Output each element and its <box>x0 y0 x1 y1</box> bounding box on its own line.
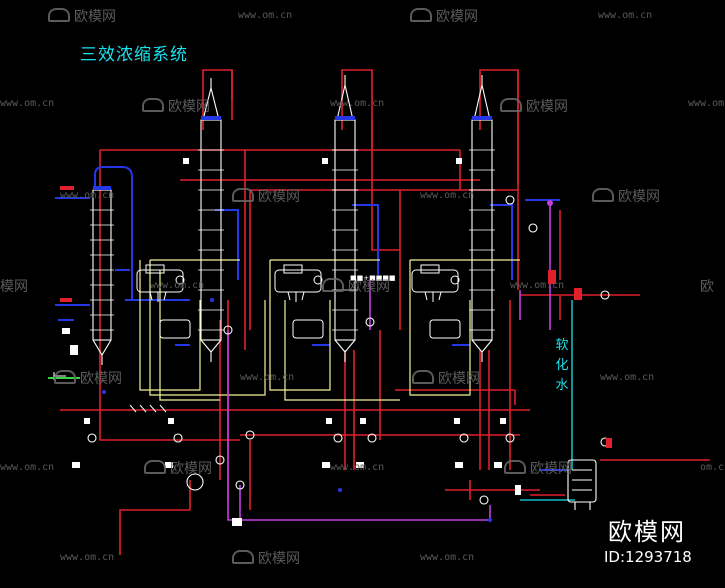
watermark-sofa-icon <box>142 98 164 112</box>
watermark-url-16: om.cn <box>700 462 725 473</box>
watermark-logo-10: 欧模网 <box>54 368 122 388</box>
watermark-sofa-icon <box>412 370 434 384</box>
separator-unit-2 <box>274 264 324 339</box>
watermark-text: 欧模网 <box>438 371 480 387</box>
separator-unit-1 <box>136 264 191 339</box>
watermark-logo-8: 欧模网 <box>322 276 390 296</box>
watermark-sofa-icon <box>500 98 522 112</box>
watermark-logo-6: 欧模网 <box>592 186 660 206</box>
evaporator-column-1 <box>198 78 224 362</box>
watermark-logo-12: 欧模网 <box>144 458 212 478</box>
condensate-tank <box>567 459 597 510</box>
watermark-logo-13: 欧模网 <box>504 458 572 478</box>
watermark-sofa-icon <box>54 370 76 384</box>
column-flange-bands <box>93 116 492 190</box>
diagram-title: 三效浓缩系统 <box>80 45 188 65</box>
watermark-url-6: www.om.cn <box>60 190 115 201</box>
inline-label: ■■+■■■■ <box>350 274 396 282</box>
brand-logo-text: 欧模网 <box>608 518 686 546</box>
separator-unit-3 <box>411 264 461 339</box>
watermark-sofa-icon <box>232 188 254 202</box>
watermark-logo-3: 欧模网 <box>142 96 210 116</box>
watermark-logo-5: 欧模网 <box>232 186 300 206</box>
watermark-text: 模网 <box>0 279 28 295</box>
watermark-sofa-icon <box>232 550 254 564</box>
watermark-text: 欧模网 <box>258 189 300 205</box>
watermark-text: 欧模网 <box>258 551 300 567</box>
red-pipe-network <box>60 69 710 555</box>
watermark-url-11: www.om.cn <box>600 372 655 383</box>
watermark-sofa-icon <box>504 460 526 474</box>
brand-id-text: ID:1293718 <box>604 548 692 566</box>
watermark-sofa-icon <box>592 188 614 202</box>
watermark-text: 欧模网 <box>168 99 210 115</box>
watermark-url-2: www.om.cn <box>598 10 653 21</box>
watermark-url-1: www.om.cn <box>238 10 293 21</box>
watermark-url-3: www.om.cn <box>0 98 55 109</box>
watermark-logo-14: 欧模网 <box>232 548 300 568</box>
soft-water-line <box>520 300 575 501</box>
instrument-tags <box>60 186 612 448</box>
valve-markers <box>62 158 521 526</box>
watermark-logo-9: 欧 <box>700 276 714 296</box>
watermark-sofa-icon <box>410 8 432 22</box>
watermark-text: 欧模网 <box>530 461 572 477</box>
watermark-sofa-icon <box>48 8 70 22</box>
watermark-sofa-icon <box>322 278 344 292</box>
watermark-text: 欧模网 <box>74 9 116 25</box>
watermark-text: 欧模网 <box>618 189 660 205</box>
magenta-line-network <box>227 203 551 521</box>
watermark-text: 欧 <box>700 279 714 295</box>
steam-line-network <box>139 259 520 401</box>
watermark-url-7: www.om.cn <box>420 190 475 201</box>
watermark-text: 欧模网 <box>526 99 568 115</box>
watermark-logo-11: 欧模网 <box>412 368 480 388</box>
watermark-text: 欧模网 <box>436 9 478 25</box>
watermark-logo-4: 欧模网 <box>500 96 568 116</box>
watermark-url-5: www.om.cn <box>688 98 725 109</box>
watermark-sofa-icon <box>144 460 166 474</box>
watermark-url-15: www.om.cn <box>420 552 475 563</box>
watermark-url-4: www.om.cn <box>330 98 385 109</box>
watermark-logo-1: 欧模网 <box>48 6 116 26</box>
watermark-text: 欧模网 <box>80 371 122 387</box>
watermark-text: 欧模网 <box>348 279 390 295</box>
watermark-logo-2: 欧模网 <box>410 6 478 26</box>
soft-water-label: 软化水 <box>555 338 569 393</box>
blue-pipe-network <box>55 166 570 471</box>
watermark-url-9: www.om.cn <box>510 280 565 291</box>
watermark-url-10: www.om.cn <box>240 372 295 383</box>
pump-symbols <box>87 195 610 505</box>
watermark-url-14: www.om.cn <box>60 552 115 563</box>
watermark-text: 欧模网 <box>170 461 212 477</box>
watermark-url-13: www.om.cn <box>330 462 385 473</box>
watermark-url-8: www.om.cn <box>150 280 205 291</box>
preheater-column <box>90 189 114 365</box>
watermark-logo-7: 模网 <box>0 276 28 296</box>
watermark-url-12: www.om.cn <box>0 462 55 473</box>
junction-dots <box>102 200 553 522</box>
